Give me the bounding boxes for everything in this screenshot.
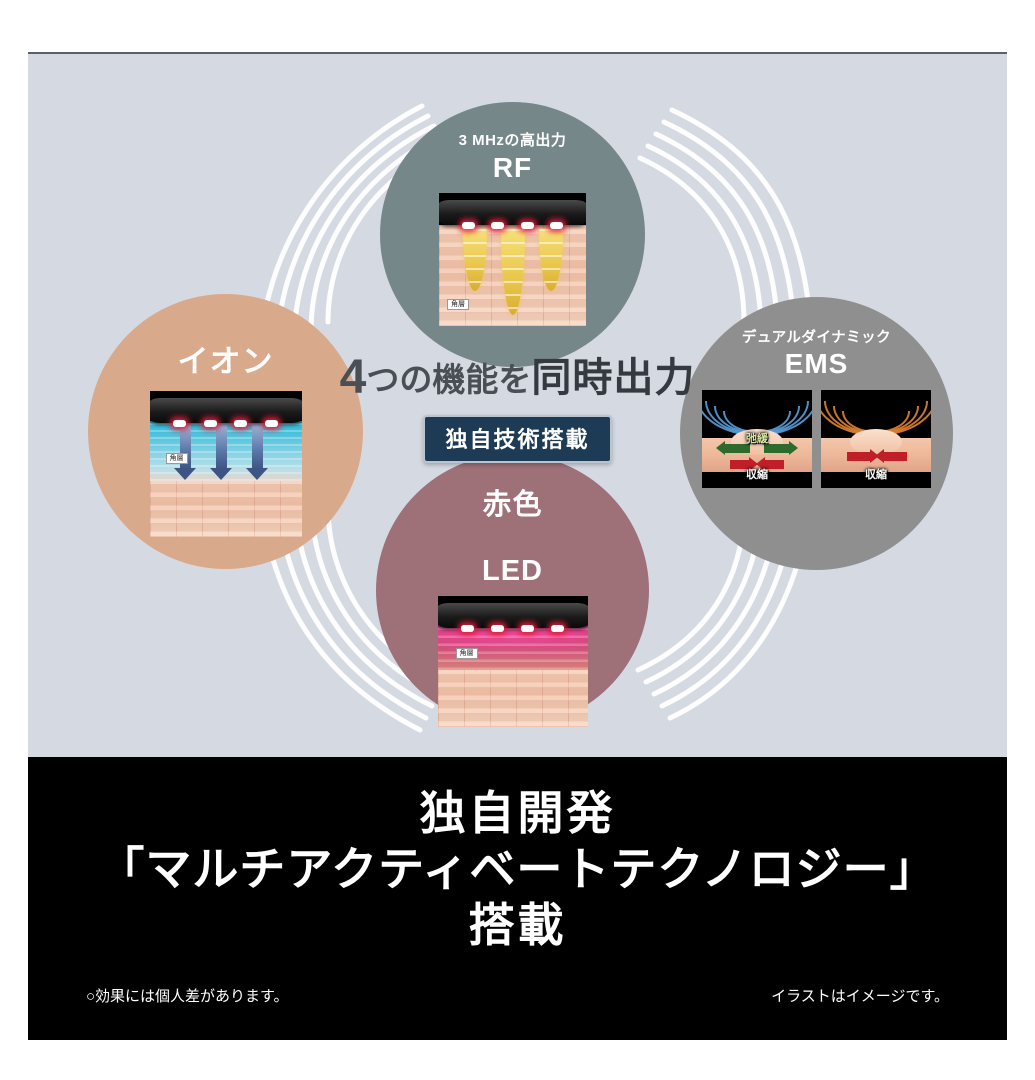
footer-line-2: 「マルチアクティベートテクノロジー」 (98, 843, 937, 896)
rf-led-row (454, 221, 572, 231)
ems-relax-label: 弛緩 (746, 432, 768, 446)
footer-line-3: 搭載 (468, 899, 567, 952)
ion-arrow (173, 422, 196, 480)
center-headline-block: 4つの機能を同時出力 独自技術搭載 (28, 354, 1007, 463)
ion-arrow (245, 422, 268, 480)
ion-arrow (209, 422, 232, 480)
ion-skin-layers (149, 476, 302, 537)
ems-contract-arrow-right (875, 449, 907, 464)
center-text-light: つの機能を (366, 361, 532, 398)
feature-circle-ems[interactable]: デュアルダイナミック EMS 弛緩 収縮 (680, 297, 953, 570)
led-illustration: 角層 (437, 595, 588, 727)
rf-device-bar (439, 199, 586, 225)
ems-panel-relax: 弛緩 収縮 (702, 390, 812, 489)
footer-panel: 独自開発 「マルチアクティベートテクノロジー」 搭載 ○効果には個人差があります… (28, 757, 1007, 1040)
led-subtitle: 赤色 (482, 489, 543, 521)
center-headline: 4つの機能を同時出力 (28, 354, 1007, 402)
technology-badge[interactable]: 独自技術搭載 (423, 415, 612, 463)
ems-title: EMS (784, 347, 849, 379)
ion-led-row (165, 419, 287, 429)
footer-line-1: 独自開発 (419, 787, 616, 839)
ems-contract-label: 収縮 (865, 468, 887, 482)
feature-circle-rf[interactable]: 3 MHzの高出力 RF 角層 (380, 102, 645, 367)
feature-circle-ion[interactable]: イオン 角層 (88, 294, 363, 569)
footer-notes: ○効果には個人差があります。 イラストはイメージです。 (28, 985, 1007, 1006)
center-number: 4 (339, 351, 367, 404)
ems-subtitle: デュアルダイナミック (741, 330, 892, 346)
note-left: ○効果には個人差があります。 (86, 988, 289, 1005)
ion-layer-label: 角層 (165, 452, 188, 464)
note-right: イラストはイメージです。 (771, 988, 949, 1005)
ems-relax-arrow-right (764, 441, 798, 456)
center-text-bold: 同時出力 (531, 356, 696, 400)
rf-illustration: 角層 (439, 192, 586, 326)
ion-illustration: 角層 (149, 390, 302, 537)
ems-contract-arrow-left (847, 449, 879, 464)
ems-panel-contract: 収縮 (821, 390, 931, 489)
feature-diagram-panel: 3 MHzの高出力 RF 角層 イオン (28, 52, 1007, 757)
feature-circle-led[interactable]: 赤色 LED 角層 (376, 454, 649, 727)
footer-headline: 独自開発 「マルチアクティベートテクノロジー」 搭載 (28, 757, 1007, 953)
led-title: LED (482, 555, 543, 588)
led-skin-layers (437, 665, 588, 727)
ion-title: イオン (177, 344, 274, 379)
ion-device-bar (149, 397, 302, 423)
ems-contract-label: 収縮 (746, 468, 768, 482)
rf-subtitle: 3 MHzの高出力 (458, 132, 567, 149)
rf-layer-label: 角層 (447, 298, 469, 310)
led-lamp-row (453, 624, 573, 634)
led-layer-label: 角層 (455, 647, 478, 659)
ems-panel-group: 弛緩 収縮 収縮 (702, 390, 931, 489)
ems-relax-arrow-left (716, 441, 750, 456)
rf-title: RF (492, 151, 533, 183)
led-device-bar (437, 602, 588, 628)
